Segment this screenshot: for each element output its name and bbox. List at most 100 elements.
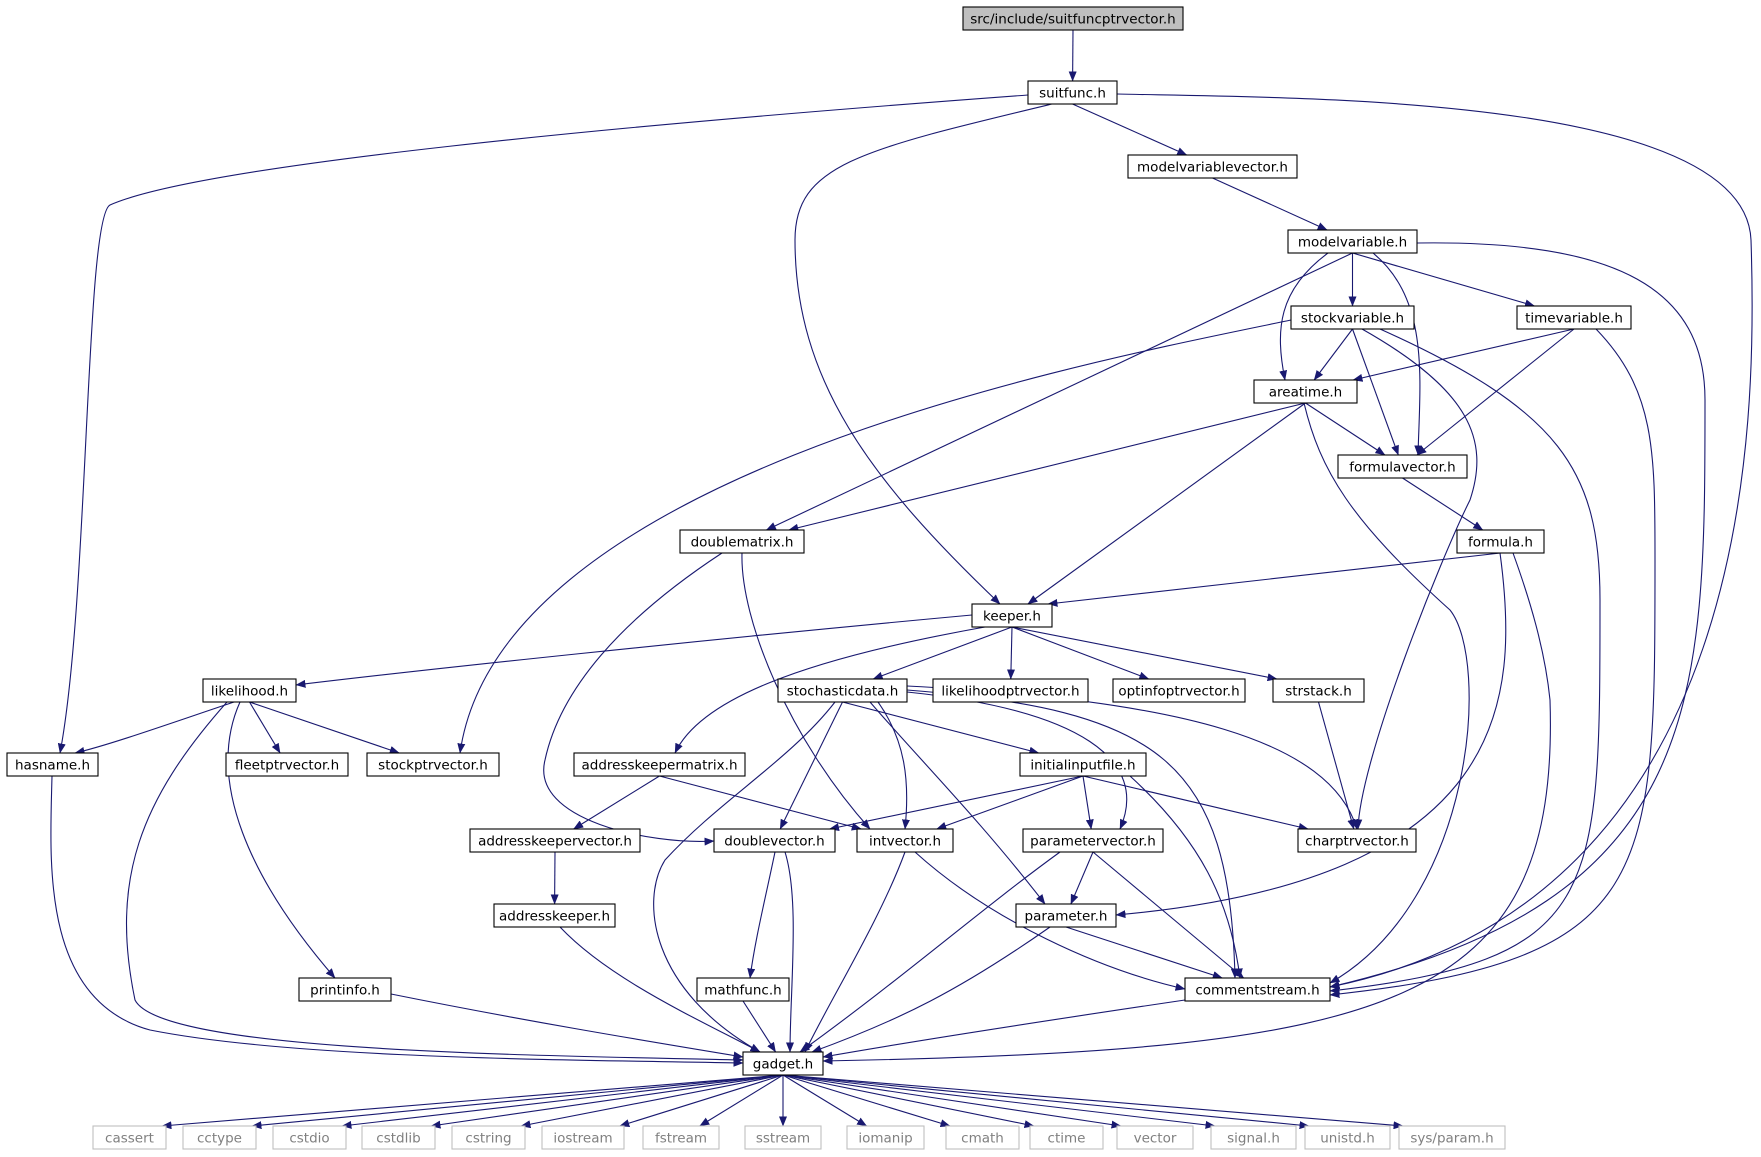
node-label-ctime: ctime (1048, 1131, 1086, 1147)
node-commentstream[interactable]: commentstream.h (1184, 977, 1331, 1002)
node-hasname[interactable]: hasname.h (6, 752, 99, 777)
edge-intvector-to-gadget (804, 851, 906, 1053)
edge-doublevector-to-gadget (784, 851, 795, 1053)
node-label-parameter: parameter.h (1025, 909, 1108, 925)
edge-areatime-to-doublematrix (788, 402, 1306, 532)
node-parameter[interactable]: parameter.h (1015, 903, 1117, 928)
edge-addresskeepermatrix-to-addresskeepervector (573, 775, 660, 830)
node-formula[interactable]: formula.h (1456, 529, 1545, 554)
node-box-strstack (1272, 678, 1365, 703)
edge-modelvariable-to-formulavector (1372, 252, 1423, 456)
node-box-cctype (182, 1125, 257, 1150)
node-label-cstdlib: cstdlib (376, 1131, 420, 1147)
node-suitfunc[interactable]: suitfunc.h (1027, 80, 1118, 105)
edge-stockvariable-to-charptrvector (1354, 328, 1478, 830)
node-initialinputfile[interactable]: initialinputfile.h (1019, 752, 1147, 777)
node-mathfunc[interactable]: mathfunc.h (696, 977, 790, 1002)
node-label-addresskeepervector: addresskeepervector.h (478, 834, 632, 850)
node-box-doublematrix (679, 529, 805, 554)
node-modelvariablevector[interactable]: modelvariablevector.h (1127, 154, 1298, 179)
node-stockvariable[interactable]: stockvariable.h (1290, 305, 1415, 330)
node-label-sysparam: sys/param.h (1410, 1131, 1493, 1147)
edge-stochasticdata-to-parameter (869, 701, 1046, 905)
node-printinfo[interactable]: printinfo.h (298, 977, 392, 1002)
node-box-commentstream (1184, 977, 1331, 1002)
edge-formula-to-keeper (1047, 552, 1501, 607)
node-label-formula: formula.h (1468, 535, 1533, 551)
node-box-cstdlib (361, 1125, 436, 1150)
node-cassert: cassert (92, 1125, 167, 1150)
node-strstack[interactable]: strstack.h (1272, 678, 1365, 703)
node-iomanip: iomanip (846, 1125, 925, 1150)
edge-keeper-to-likelihoodptrvector (1006, 626, 1015, 680)
node-fleetptrvector[interactable]: fleetptrvector.h (225, 752, 349, 777)
edge-initialinputfile-to-intvector (936, 775, 1084, 830)
node-doublematrix[interactable]: doublematrix.h (679, 529, 805, 554)
node-modelvariable[interactable]: modelvariable.h (1287, 229, 1418, 254)
edge-gadget-to-ctime (782, 1074, 1035, 1129)
node-box-sysparam (1398, 1125, 1506, 1150)
node-box-areatime (1253, 379, 1358, 404)
node-box-stochasticdata (777, 678, 908, 703)
node-box-charptrvector (1297, 828, 1417, 853)
node-likelihood[interactable]: likelihood.h (202, 678, 297, 703)
node-timevariable[interactable]: timevariable.h (1516, 305, 1632, 330)
node-addresskeepervector[interactable]: addresskeepervector.h (469, 828, 641, 853)
edge-gadget-to-sysparam (782, 1074, 1404, 1130)
node-label-addresskeeper: addresskeeper.h (499, 909, 610, 925)
node-iostream: iostream (541, 1125, 625, 1150)
node-gadget[interactable]: gadget.h (742, 1051, 824, 1076)
edge-areatime-to-keeper (1027, 402, 1306, 605)
node-label-doublematrix: doublematrix.h (691, 535, 794, 551)
edge-gadget-to-fstream (699, 1074, 784, 1127)
node-label-stockvariable: stockvariable.h (1301, 311, 1404, 327)
node-stochasticdata[interactable]: stochasticdata.h (777, 678, 908, 703)
edge-initialinputfile-to-parametervector (1082, 775, 1094, 830)
node-box-addresskeeper (493, 903, 616, 928)
node-box-modelvariable (1287, 229, 1418, 254)
edge-gadget-to-vector (782, 1074, 1122, 1129)
edge-gadget-to-iomanip (782, 1074, 868, 1127)
node-stockptrvector[interactable]: stockptrvector.h (366, 752, 500, 777)
edge-modelvariable-to-areatime (1279, 252, 1329, 381)
node-areatime[interactable]: areatime.h (1253, 379, 1358, 404)
node-box-stockvariable (1290, 305, 1415, 330)
node-charptrvector[interactable]: charptrvector.h (1297, 828, 1417, 853)
edge-initialinputfile-to-doublevector (829, 775, 1084, 831)
node-label-addresskeepermatrix: addresskeepermatrix.h (581, 758, 737, 774)
edge-initialinputfile-to-charptrvector (1082, 775, 1309, 831)
node-formulavector[interactable]: formulavector.h (1337, 454, 1468, 479)
edge-timevariable-to-commentstream (1329, 328, 1656, 998)
edge-printinfo-to-gadget (390, 993, 744, 1060)
node-box-likelihoodptrvector (932, 678, 1089, 703)
node-box-addresskeepervector (469, 828, 641, 853)
node-keeper[interactable]: keeper.h (971, 603, 1053, 628)
edge-layer (50, 29, 1753, 1130)
node-box-gadget (742, 1051, 824, 1076)
edge-modelvariable-to-timevariable (1352, 252, 1535, 308)
node-addresskeepermatrix[interactable]: addresskeepermatrix.h (573, 752, 746, 777)
node-optinfoptrvector[interactable]: optinfoptrvector.h (1112, 678, 1246, 703)
edge-stockvariable-to-formulavector (1351, 328, 1399, 456)
node-unistd: unistd.h (1304, 1125, 1391, 1150)
node-label-sstream: sstream (756, 1131, 810, 1147)
edge-intvector-to-commentstream (914, 851, 1186, 991)
node-likelihoodptrvector[interactable]: likelihoodptrvector.h (932, 678, 1089, 703)
node-intvector[interactable]: intvector.h (856, 828, 954, 853)
edge-gadget-to-cstring (520, 1074, 784, 1129)
node-root[interactable]: src/include/suitfuncptrvector.h (962, 6, 1184, 31)
node-cstdio: cstdio (272, 1125, 347, 1150)
node-box-fstream (642, 1125, 720, 1150)
node-parametervector[interactable]: parametervector.h (1022, 828, 1164, 853)
node-label-commentstream: commentstream.h (1195, 983, 1319, 999)
edge-formula-to-parameter (1115, 552, 1507, 919)
node-label-mathfunc: mathfunc.h (704, 983, 781, 999)
node-addresskeeper[interactable]: addresskeeper.h (493, 903, 616, 928)
node-box-printinfo (298, 977, 392, 1002)
edge-stockvariable-to-stockptrvector (457, 319, 1292, 754)
node-label-unistd: unistd.h (1320, 1131, 1375, 1147)
edge-initialinputfile-to-commentstream (1129, 775, 1243, 979)
node-doublevector[interactable]: doublevector.h (713, 828, 836, 853)
node-label-areatime: areatime.h (1269, 385, 1342, 401)
edge-keeper-to-likelihood (295, 614, 973, 688)
